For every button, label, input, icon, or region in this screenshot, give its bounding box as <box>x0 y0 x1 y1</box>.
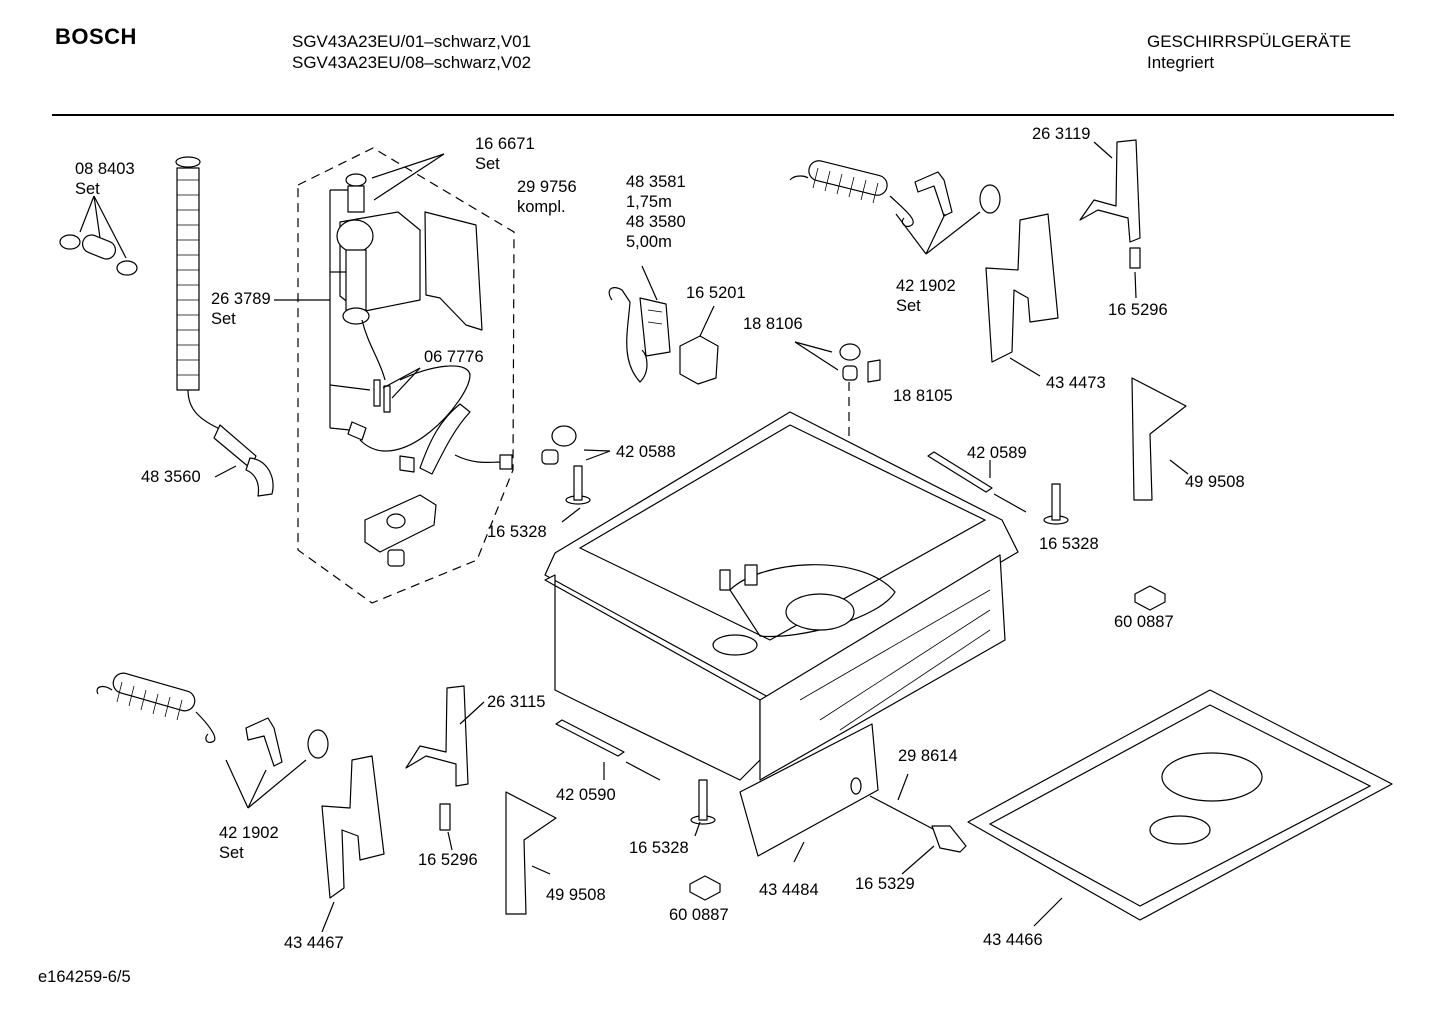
callout-label: 16 5329 <box>855 875 915 893</box>
wiring-loom-part <box>359 365 513 475</box>
hinge-bracket-left-part <box>405 685 469 831</box>
callout-label: 42 0588 <box>616 443 676 461</box>
callout-label: 48 3560 <box>141 468 201 486</box>
callout-label: 42 0589 <box>967 444 1027 462</box>
callout-label: 60 0887 <box>1114 613 1174 631</box>
callout-label: 43 4473 <box>1046 374 1106 392</box>
callout-label: 18 8106 <box>743 315 803 333</box>
power-cord-part <box>608 287 671 383</box>
base-tub-part <box>544 411 1019 781</box>
callout-label: 06 7776 <box>424 348 484 366</box>
base-tray-part <box>967 689 1393 921</box>
pad-right-part <box>1134 585 1166 611</box>
callout-label: 60 0887 <box>669 906 729 924</box>
overflow-sensor-part <box>869 795 967 853</box>
callout-label: 16 5296 <box>1108 301 1168 319</box>
sensor-holder-part <box>364 494 437 567</box>
model-line-2: SGV43A23EU/08–schwarz,V02 <box>292 53 532 72</box>
pad-front-part <box>689 875 721 901</box>
drain-hose-part <box>175 156 274 497</box>
model-line-1: SGV43A23EU/01–schwarz,V01 <box>292 32 532 51</box>
foot-screw-right-part <box>1043 483 1069 525</box>
callout-label: 16 5201 <box>686 284 746 302</box>
hinge-bracket-right-part <box>1079 139 1141 269</box>
callout-label: 49 9508 <box>1185 473 1245 491</box>
callout-label: 42 0590 <box>556 786 616 804</box>
callout-label: 26 3115 <box>487 693 546 711</box>
cover-strip-left-part <box>505 791 557 915</box>
model-numbers: SGV43A23EU/01–schwarz,V01 SGV43A23EU/08–… <box>292 31 531 73</box>
leader-lines <box>79 141 1189 933</box>
callout-label: 43 4484 <box>759 881 819 899</box>
cover-strip-right-part <box>1131 377 1187 501</box>
hose-clamp-set-part <box>59 234 138 276</box>
callout-label: 16 5296 <box>418 851 478 869</box>
door-spring-top-part <box>789 160 1001 227</box>
header-rule <box>52 114 1394 116</box>
float-switch-part <box>839 343 881 612</box>
callout-label: 16 5328 <box>487 523 547 541</box>
door-spring-bottom-part <box>96 672 329 767</box>
callout-label: 29 8614 <box>898 747 958 765</box>
rail-right-part <box>927 451 1027 513</box>
interference-filter-part <box>679 335 719 385</box>
drawing-reference: e164259-6/5 <box>38 968 131 986</box>
callout-label: 16 5328 <box>1039 535 1099 553</box>
category-line-1: GESCHIRRSPÜLGERÄTE <box>1147 32 1352 51</box>
callout-label: 43 4466 <box>983 931 1043 949</box>
callout-label: 18 8105 <box>893 387 953 405</box>
rail-front-part <box>555 719 661 781</box>
assembly-boundary <box>297 147 515 604</box>
appliance-category: GESCHIRRSPÜLGERÄTE Integriert <box>1147 31 1351 73</box>
callout-label: 26 3119 <box>1032 125 1091 143</box>
callout-label: 43 4467 <box>284 934 344 952</box>
callout-label: 49 9508 <box>546 886 606 904</box>
category-line-2: Integriert <box>1147 53 1215 72</box>
pump-assembly-part <box>329 173 483 441</box>
foot-screw-front-part <box>690 779 716 825</box>
foot-screw-part <box>541 425 591 505</box>
hinge-lever-right-part <box>985 213 1059 363</box>
brand-logo: BOSCH <box>55 24 137 49</box>
hinge-lever-left-part <box>321 755 385 899</box>
front-panel-part <box>739 723 879 857</box>
callout-label: 16 5328 <box>629 839 689 857</box>
